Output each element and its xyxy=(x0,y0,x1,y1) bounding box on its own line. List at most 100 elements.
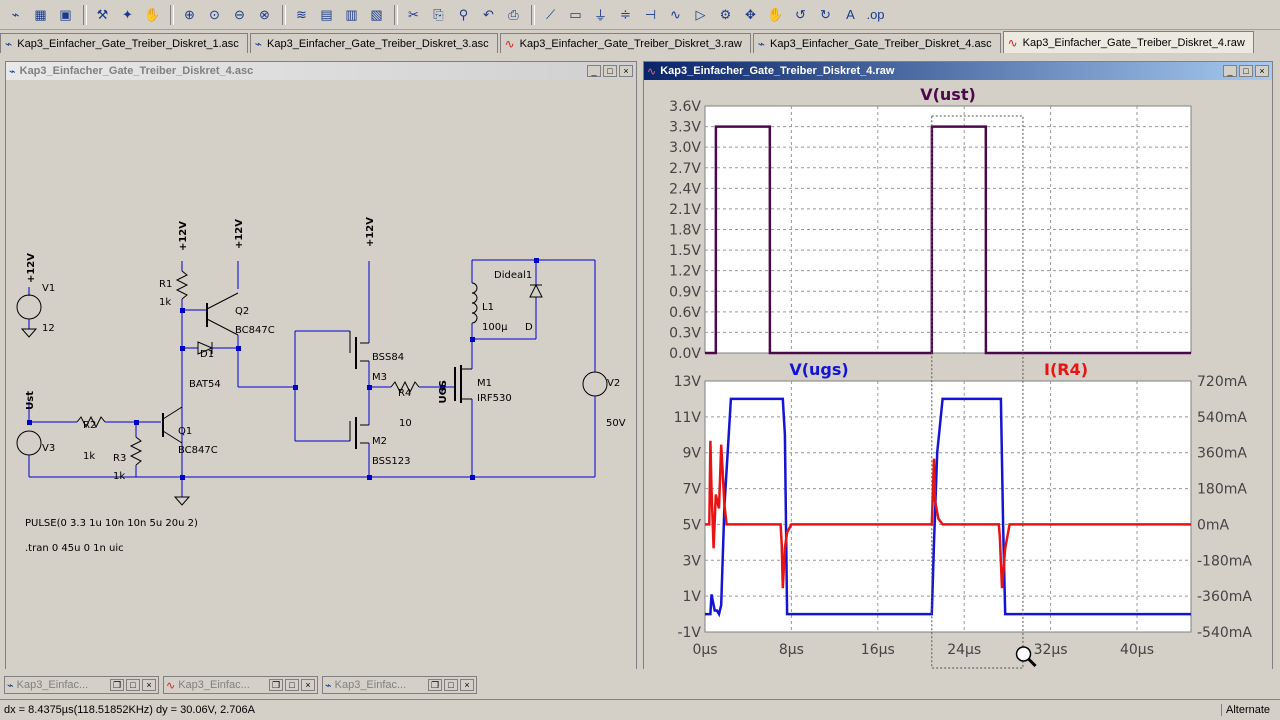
zoom-out-icon[interactable]: ⊖ xyxy=(234,6,245,22)
series-line-vust xyxy=(705,125,1191,355)
cut-icon[interactable]: ✂ xyxy=(408,6,419,22)
zoom-in-icon[interactable]: ⊕ xyxy=(184,6,195,22)
open-icon[interactable]: ▦ xyxy=(34,6,47,22)
close-button[interactable]: × xyxy=(1255,65,1269,77)
label-icon[interactable]: ▭ xyxy=(569,6,582,22)
close-button[interactable]: × xyxy=(142,679,156,691)
close-button[interactable]: × xyxy=(619,65,633,77)
print-icon[interactable]: ⎙ xyxy=(508,6,519,22)
zoom-cancel-icon[interactable]: ⊗ xyxy=(259,6,270,22)
plot-canvas[interactable]: 3.6V3.3V3.0V2.7V2.4V2.1V1.8V1.5V1.2V0.9V… xyxy=(644,81,1272,669)
redo-icon[interactable]: ↻ xyxy=(820,6,831,22)
tab-2[interactable]: ⌁Kap3_Einfacher_Gate_Treiber_Diskret_3.a… xyxy=(249,33,498,53)
minimized-window-3[interactable]: ⌁Kap3_Einfac...❐□× xyxy=(322,676,477,694)
inductor-icon[interactable]: ∿ xyxy=(670,6,681,22)
series-line-vugs xyxy=(705,397,1191,618)
minimized-window-1[interactable]: ⌁Kap3_Einfac...❐□× xyxy=(4,676,159,694)
maximize-button[interactable]: □ xyxy=(126,679,140,691)
pane-top-title: V(ust) xyxy=(920,85,976,104)
y-tick-label: 9V xyxy=(683,446,702,462)
junctions xyxy=(27,258,539,480)
schematic-icon: ⌁ xyxy=(7,679,14,692)
y2-tick-label: 540mA xyxy=(1197,410,1247,426)
zoom-cursor-icon xyxy=(1015,646,1037,668)
resistor-icon[interactable]: ≑ xyxy=(620,6,631,22)
toolbar-separator xyxy=(394,4,398,25)
ugs-net-label: UGS xyxy=(438,380,449,404)
tab-label: Kap3_Einfacher_Gate_Treiber_Diskret_3.as… xyxy=(267,37,489,50)
y-tick-label: 2.4V xyxy=(669,181,701,197)
text-icon[interactable]: A xyxy=(846,7,855,22)
q1-label: Q1 xyxy=(178,426,192,437)
x-tick-label: 32µs xyxy=(1034,642,1068,658)
maximize-button[interactable]: □ xyxy=(1239,65,1253,77)
close-button[interactable]: × xyxy=(460,679,474,691)
close-all-icon[interactable]: ▧ xyxy=(370,6,383,22)
restore-button[interactable]: ❐ xyxy=(269,679,283,691)
r1-label: R1 xyxy=(159,279,172,290)
y-tick-label: -1V xyxy=(677,625,701,641)
capacitor-icon[interactable]: ⊣ xyxy=(644,6,657,22)
close-button[interactable]: × xyxy=(301,679,315,691)
tab-label: Kap3_Einfacher_Gate_Treiber_Diskret_4.as… xyxy=(770,37,992,50)
schematic-canvas[interactable]: +12V V1 12 +12V +12V R1 1k Q2 BC847C D1 … xyxy=(6,81,636,669)
schematic-titlebar: ⌁ Kap3_Einfacher_Gate_Treiber_Diskret_4.… xyxy=(6,62,636,80)
undo-arrow-icon[interactable]: ↺ xyxy=(795,6,806,22)
component-icon[interactable]: ⚙ xyxy=(719,6,732,22)
r2-value: 1k xyxy=(83,451,95,462)
spice-icon[interactable]: .op xyxy=(866,7,885,22)
y-tick-label: 0.0V xyxy=(669,346,701,362)
minimize-button[interactable]: _ xyxy=(587,65,601,77)
tran-directive: .tran 0 45u 0 1n uic xyxy=(25,543,124,554)
tab-5[interactable]: ∿Kap3_Einfacher_Gate_Treiber_Diskret_4.r… xyxy=(1002,31,1254,53)
pane-bottom-right-title: I(R4) xyxy=(1044,360,1088,379)
zoom-pan-icon[interactable]: ⊙ xyxy=(209,6,220,22)
toolbar-separator xyxy=(531,4,535,25)
tab-4[interactable]: ⌁ Kap3_Einfacher_Gate_Treiber_Diskret_4.a… xyxy=(752,33,1001,53)
schematic-labels: +12V V1 12 +12V +12V R1 1k Q2 BC847C D1 … xyxy=(25,217,626,554)
toolbar-separator xyxy=(83,4,87,25)
save-icon[interactable]: ▣ xyxy=(59,6,72,22)
copy-icon[interactable]: ⎘ xyxy=(433,6,444,22)
schematic-title: Kap3_Einfacher_Gate_Treiber_Diskret_4.as… xyxy=(19,65,254,77)
minimized-window-2[interactable]: ∿Kap3_Einfac...❐□× xyxy=(163,676,318,694)
ground-icon[interactable]: ⏚ xyxy=(593,8,607,23)
diode-icon[interactable]: ▷ xyxy=(695,6,706,22)
drag-icon[interactable]: ✋ xyxy=(767,6,784,22)
undo-icon[interactable]: ↶ xyxy=(483,6,494,22)
cascade-icon[interactable]: ▥ xyxy=(345,6,358,22)
l1-label: L1 xyxy=(482,302,494,313)
r1-net-label: +12V xyxy=(178,221,189,251)
y2-tick-label: -360mA xyxy=(1197,589,1252,605)
tab-label: Kap3_Einfacher_Gate_Treiber_Diskret_4.ra… xyxy=(1022,36,1245,49)
restore-button[interactable]: ❐ xyxy=(428,679,442,691)
halt-icon[interactable]: ✋ xyxy=(144,6,161,22)
minimize-button[interactable]: _ xyxy=(1223,65,1237,77)
y-tick-label: 13V xyxy=(674,374,702,390)
plot-pane-2 xyxy=(704,380,1192,633)
m3-net-label: +12V xyxy=(365,217,376,247)
run-icon[interactable]: ✦ xyxy=(122,6,133,22)
restore-button[interactable]: ❐ xyxy=(110,679,124,691)
new-schematic-icon[interactable]: ⌁ xyxy=(11,6,20,22)
y2-tick-label: 180mA xyxy=(1197,482,1247,498)
tab-1[interactable]: ⌁Kap3_Einfacher_Gate_Treiber_Diskret_1.a… xyxy=(0,33,248,53)
autorange-icon[interactable]: ≋ xyxy=(296,6,307,22)
mode-indicator: Alternate xyxy=(1221,704,1280,716)
y2-tick-label: 360mA xyxy=(1197,446,1247,462)
maximize-button[interactable]: □ xyxy=(444,679,458,691)
move-icon[interactable]: ✥ xyxy=(745,6,756,22)
tile-icon[interactable]: ▤ xyxy=(320,6,333,22)
schematic-icon: ⌁ xyxy=(757,36,766,51)
maximize-button[interactable]: □ xyxy=(603,65,617,77)
maximize-button[interactable]: □ xyxy=(285,679,299,691)
control-panel-icon[interactable]: ⚒ xyxy=(96,6,109,22)
schematic-icon: ⌁ xyxy=(9,65,16,78)
find-icon[interactable]: ⚲ xyxy=(458,6,469,22)
y-tick-label: 3V xyxy=(683,553,702,569)
q2-value: BC847C xyxy=(235,325,275,336)
q2-label: Q2 xyxy=(235,306,249,317)
m2-label: M2 xyxy=(372,436,387,447)
wire-icon[interactable]: ⟋ xyxy=(545,6,556,22)
tab-3[interactable]: ∿Kap3_Einfacher_Gate_Treiber_Diskret_3.r… xyxy=(499,33,751,53)
